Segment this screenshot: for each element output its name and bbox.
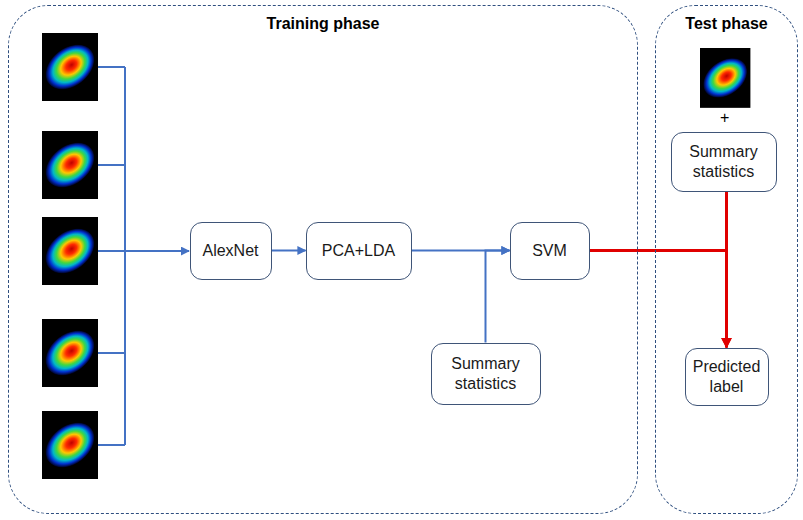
input-bracket <box>98 67 189 445</box>
flow-arrow <box>486 251 510 343</box>
flow-arrow <box>590 251 727 348</box>
box-label: Summary statistics <box>678 142 770 182</box>
region-title: Training phase <box>9 15 637 33</box>
box-label: AlexNet <box>202 241 258 261</box>
box-label: Predicted label <box>692 357 762 397</box>
flow-arrow <box>725 192 728 348</box>
box-label: Summary statistics <box>438 354 534 394</box>
box-label: PCA+LDA <box>322 241 395 261</box>
box-label: SVM <box>532 241 567 261</box>
phase-region: Training phaseAlexNet PCA+LDA SVM Summary s… <box>8 5 638 514</box>
process-box: PCA+LDA <box>306 222 412 280</box>
process-box: SVM <box>510 222 590 280</box>
test-heatmap-image <box>696 48 755 108</box>
phase-region: Test phaseSummary statisticsPredicted la… <box>655 5 798 514</box>
heatmap-image <box>37 33 103 101</box>
input-box: Summary statistics <box>671 132 777 192</box>
heatmap-image <box>37 131 103 199</box>
flow-arrow <box>272 250 306 252</box>
heatmap-image <box>37 411 103 479</box>
region-title: Test phase <box>656 15 797 33</box>
heatmap-image <box>37 319 103 387</box>
plus-sign: + <box>720 109 729 127</box>
process-box: AlexNet <box>190 222 272 280</box>
input-box: Summary statistics <box>431 343 541 405</box>
heatmap-image <box>37 217 103 285</box>
output-box: Predicted label <box>685 348 769 406</box>
